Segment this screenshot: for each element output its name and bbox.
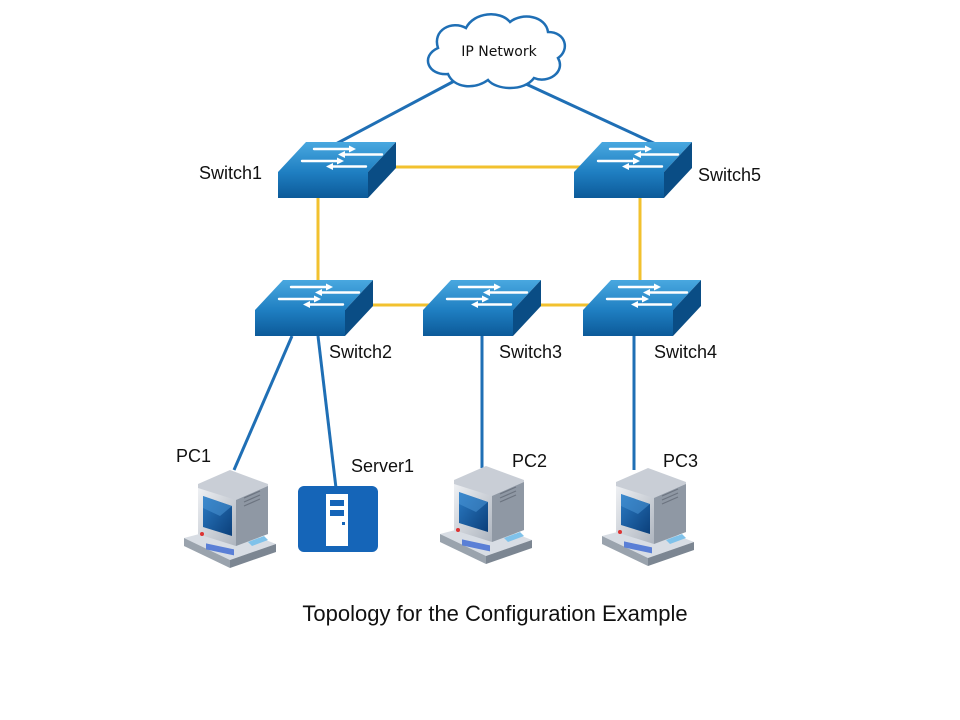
switch4-label: Switch4 [654,342,717,362]
switch-icon [276,140,398,200]
links [232,76,661,489]
cloud-icon [426,13,567,90]
pc2 [439,465,533,565]
switch-icon [253,278,375,338]
switch5-label: Switch5 [698,165,761,185]
link-cloud-switch1 [331,76,461,148]
switch3 [421,278,543,338]
switch5 [572,140,694,200]
server1-label: Server1 [351,456,414,476]
diagram-caption: Topology for the Configuration Example [302,601,687,626]
pc3-label: PC3 [663,451,698,471]
switch1-label: Switch1 [199,163,262,183]
pc-icon [439,465,533,565]
switch1 [276,140,398,200]
link-cloud-switch5 [525,82,661,148]
switch2 [253,278,375,338]
ip-network-cloud: IP Network [426,13,567,90]
switch-icon [421,278,543,338]
link-switch2-server1 [316,335,338,489]
pc1-label: PC1 [176,446,211,466]
link-switch2-pc1 [232,335,294,471]
pc2-label: PC2 [512,451,547,471]
switch4 [581,278,703,338]
switch3-label: Switch3 [499,342,562,362]
cloud-label: IP Network [461,44,537,60]
pc-icon [601,467,695,567]
switch-icon [581,278,703,338]
switch-icon [572,140,694,200]
pc1 [183,469,277,569]
pc-icon [183,469,277,569]
pc3 [601,467,695,567]
switch2-label: Switch2 [329,342,392,362]
server1 [298,486,378,552]
